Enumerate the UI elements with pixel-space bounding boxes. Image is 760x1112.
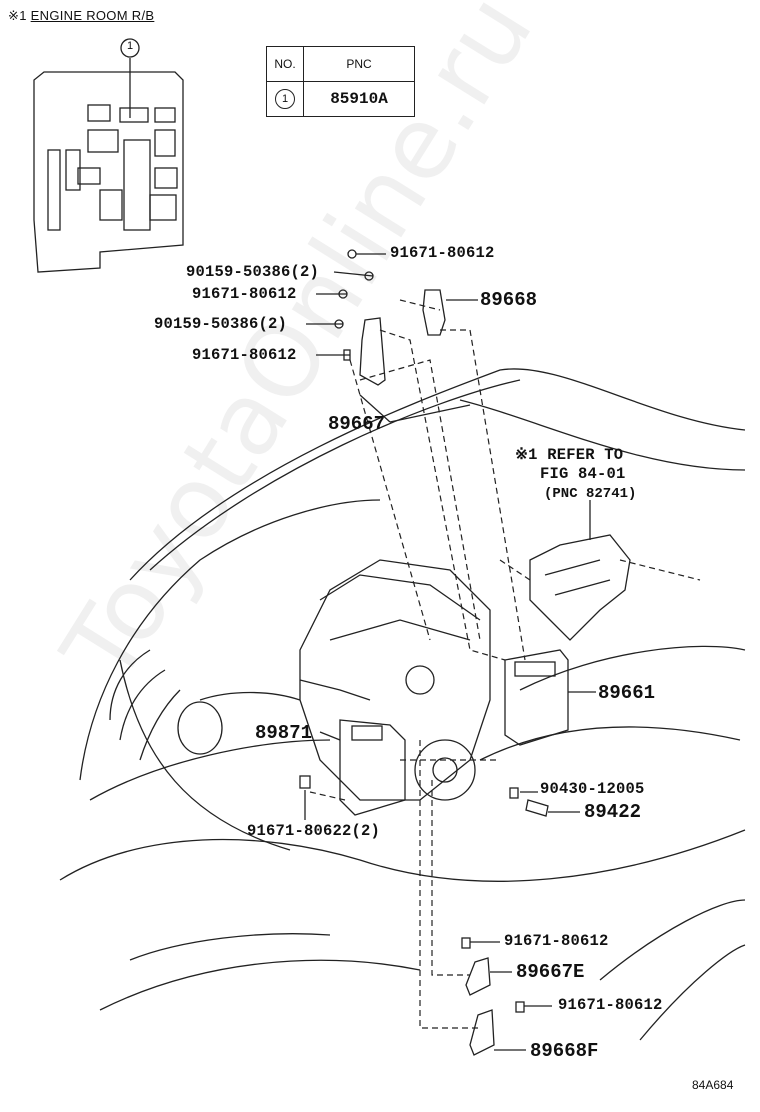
part-label[interactable]: 89667E [516,961,585,983]
part-label[interactable]: 91671-80612 [558,996,663,1014]
part-label[interactable]: 89661 [598,682,656,704]
bracket-89668f [469,1009,495,1056]
part-label[interactable]: 89668 [480,289,538,311]
part-label[interactable]: 91671-80622(2) [247,822,381,840]
table-header-pnc: PNC [303,46,415,82]
part-label[interactable]: 89668F [530,1040,599,1062]
ecu-89871 [339,719,406,816]
part-label[interactable]: 91671-80612 [192,285,297,303]
pulley [414,739,476,801]
emblem-ellipse [177,701,223,755]
car-body [79,499,381,781]
relay-callout-number: 1 [126,40,134,52]
bracket-89668 [422,289,446,336]
part-label[interactable]: 89667 [328,413,386,435]
refer-note-line3: (PNC 82741) [544,486,637,502]
relay-callout-circle [120,38,140,58]
table-row-pnc: 85910A [303,81,415,117]
part-label[interactable]: 89422 [584,801,642,823]
header-title: ENGINE ROOM R/B [30,8,155,23]
part-label[interactable]: 91671-80612 [192,346,297,364]
relay-box-header: ※1 ENGINE ROOM R/B [8,8,154,24]
part-label[interactable]: 90430-12005 [540,780,645,798]
part-label[interactable]: 90159-50386(2) [186,263,320,281]
part-label[interactable]: 90159-50386(2) [154,315,288,333]
part-label[interactable]: 91671-80612 [504,932,609,950]
figure-code: 84A684 [692,1078,734,1092]
pnc-table: NO. PNC 1 85910A [266,46,415,117]
refer-note-line1: ※1 REFER TO [515,446,624,464]
refer-note-line2: FIG 84-01 [540,465,626,483]
bracket-89667e [465,957,491,996]
relay-box [529,534,631,641]
bracket-89667 [359,317,386,386]
engine-block [299,559,491,801]
header-symbol: ※1 [8,8,27,23]
table-row-no: 1 [275,89,295,109]
ecu-89661 [504,649,569,746]
part-label[interactable]: 89871 [255,722,313,744]
relay-block-outline [33,71,184,273]
car-hood [129,368,746,581]
part-label[interactable]: 91671-80612 [390,244,495,262]
leader-lines [304,253,596,1051]
table-header-no: NO. [266,46,304,82]
